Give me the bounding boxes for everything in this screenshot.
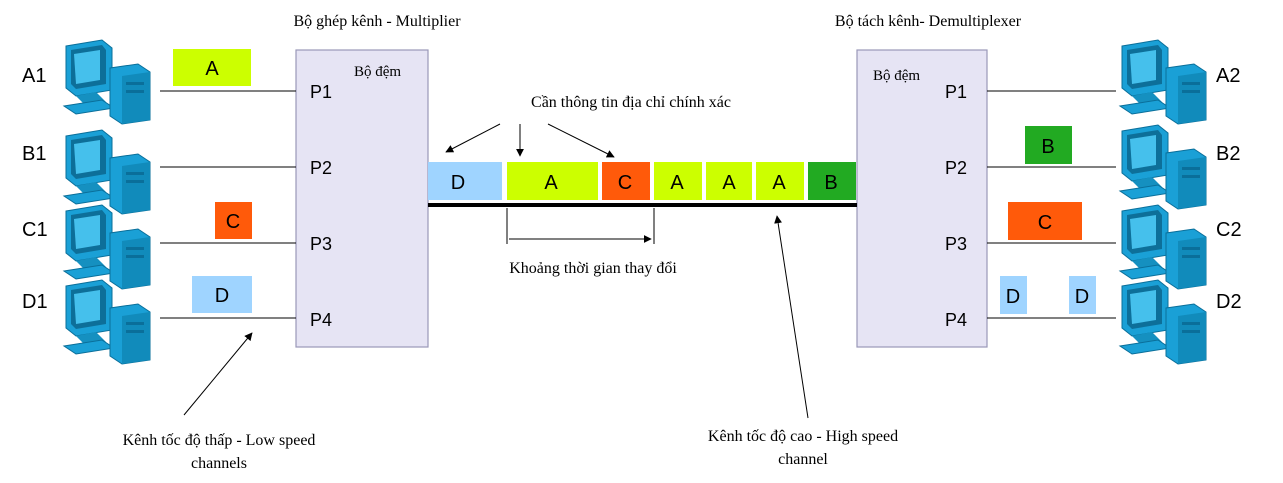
output-packet-d: D [1069, 276, 1096, 314]
svg-text:B: B [824, 172, 837, 194]
source-label-a1: A1 [22, 65, 46, 87]
output-packet-c: C [1008, 202, 1082, 240]
demux-port-p3: P3 [945, 234, 967, 254]
multiplexer-buffer-label: Bộ đệm [354, 64, 401, 80]
source-label-d1: D1 [22, 291, 48, 313]
output-packet-b: B [1025, 126, 1072, 164]
low-speed-label-line1: Kênh tốc độ thấp - Low speed [123, 432, 316, 449]
multiplexer-title: Bộ ghép kênh - Multiplier [293, 13, 461, 30]
computer-icon-b2 [1119, 124, 1207, 210]
input-packet-d: D [192, 276, 252, 313]
stream-packet: D [428, 162, 502, 200]
mux-port-p3: P3 [310, 234, 332, 254]
svg-text:A: A [670, 172, 684, 194]
svg-text:C: C [226, 211, 240, 233]
computer-icon-a2 [1119, 39, 1207, 125]
stream-packet: A [706, 162, 752, 200]
output-packet-d: D [1000, 276, 1027, 314]
svg-text:D: D [215, 285, 229, 307]
source-label-c1: C1 [22, 219, 48, 241]
mux-port-p2: P2 [310, 158, 332, 178]
demux-port-p2: P2 [945, 158, 967, 178]
computer-icon-c2 [1119, 204, 1207, 290]
svg-text:A: A [722, 172, 736, 194]
low-speed-arrow [183, 332, 253, 416]
mux-port-p1: P1 [310, 82, 332, 102]
svg-text:D: D [1075, 286, 1089, 308]
computer-icon-a1 [63, 39, 151, 125]
destination-label-d2: D2 [1216, 291, 1242, 313]
input-packet-c: C [215, 202, 252, 239]
mux-port-p4: P4 [310, 310, 332, 330]
stream-packet: A [507, 162, 598, 200]
high-speed-arrow [774, 215, 809, 419]
svg-text:B: B [1041, 136, 1054, 158]
address-arrow-left [445, 123, 501, 153]
source-label-b1: B1 [22, 143, 46, 165]
stream-packet: A [756, 162, 804, 200]
high-speed-label-line2: channel [778, 451, 828, 468]
computer-icon-b1 [63, 129, 151, 215]
svg-text:D: D [1006, 286, 1020, 308]
stream-packet: B [808, 162, 856, 200]
svg-text:C: C [1038, 212, 1052, 234]
svg-text:A: A [544, 172, 558, 194]
svg-text:A: A [772, 172, 786, 194]
high-speed-label-line1: Kênh tốc độ cao - High speed [708, 428, 898, 445]
stream-packet: A [654, 162, 702, 200]
stream-packet: C [602, 162, 650, 200]
destination-label-c2: C2 [1216, 219, 1242, 241]
address-needed-note: Cần thông tin địa chỉ chính xác [531, 94, 731, 111]
svg-text:C: C [618, 172, 632, 194]
destination-label-a2: A2 [1216, 65, 1240, 87]
demux-port-p1: P1 [945, 82, 967, 102]
svg-text:D: D [451, 172, 465, 194]
low-speed-label-line2: channels [191, 455, 247, 472]
input-packet-a: A [173, 49, 251, 86]
demultiplexer-buffer-label: Bộ đệm [873, 68, 920, 84]
multiplexer-box [295, 49, 429, 348]
svg-text:A: A [205, 58, 219, 80]
computer-icon-d2 [1119, 279, 1207, 365]
demultiplexer-title: Bộ tách kênh- Demultiplexer [835, 13, 1022, 30]
demux-port-p4: P4 [945, 310, 967, 330]
demultiplexer-box [856, 49, 988, 348]
destination-label-b2: B2 [1216, 143, 1240, 165]
computer-icon-d1 [63, 279, 151, 365]
variable-interval-label: Khoảng thời gian thay đổi [509, 260, 677, 277]
address-arrow-right [547, 123, 615, 158]
computer-icon-c1 [63, 204, 151, 290]
